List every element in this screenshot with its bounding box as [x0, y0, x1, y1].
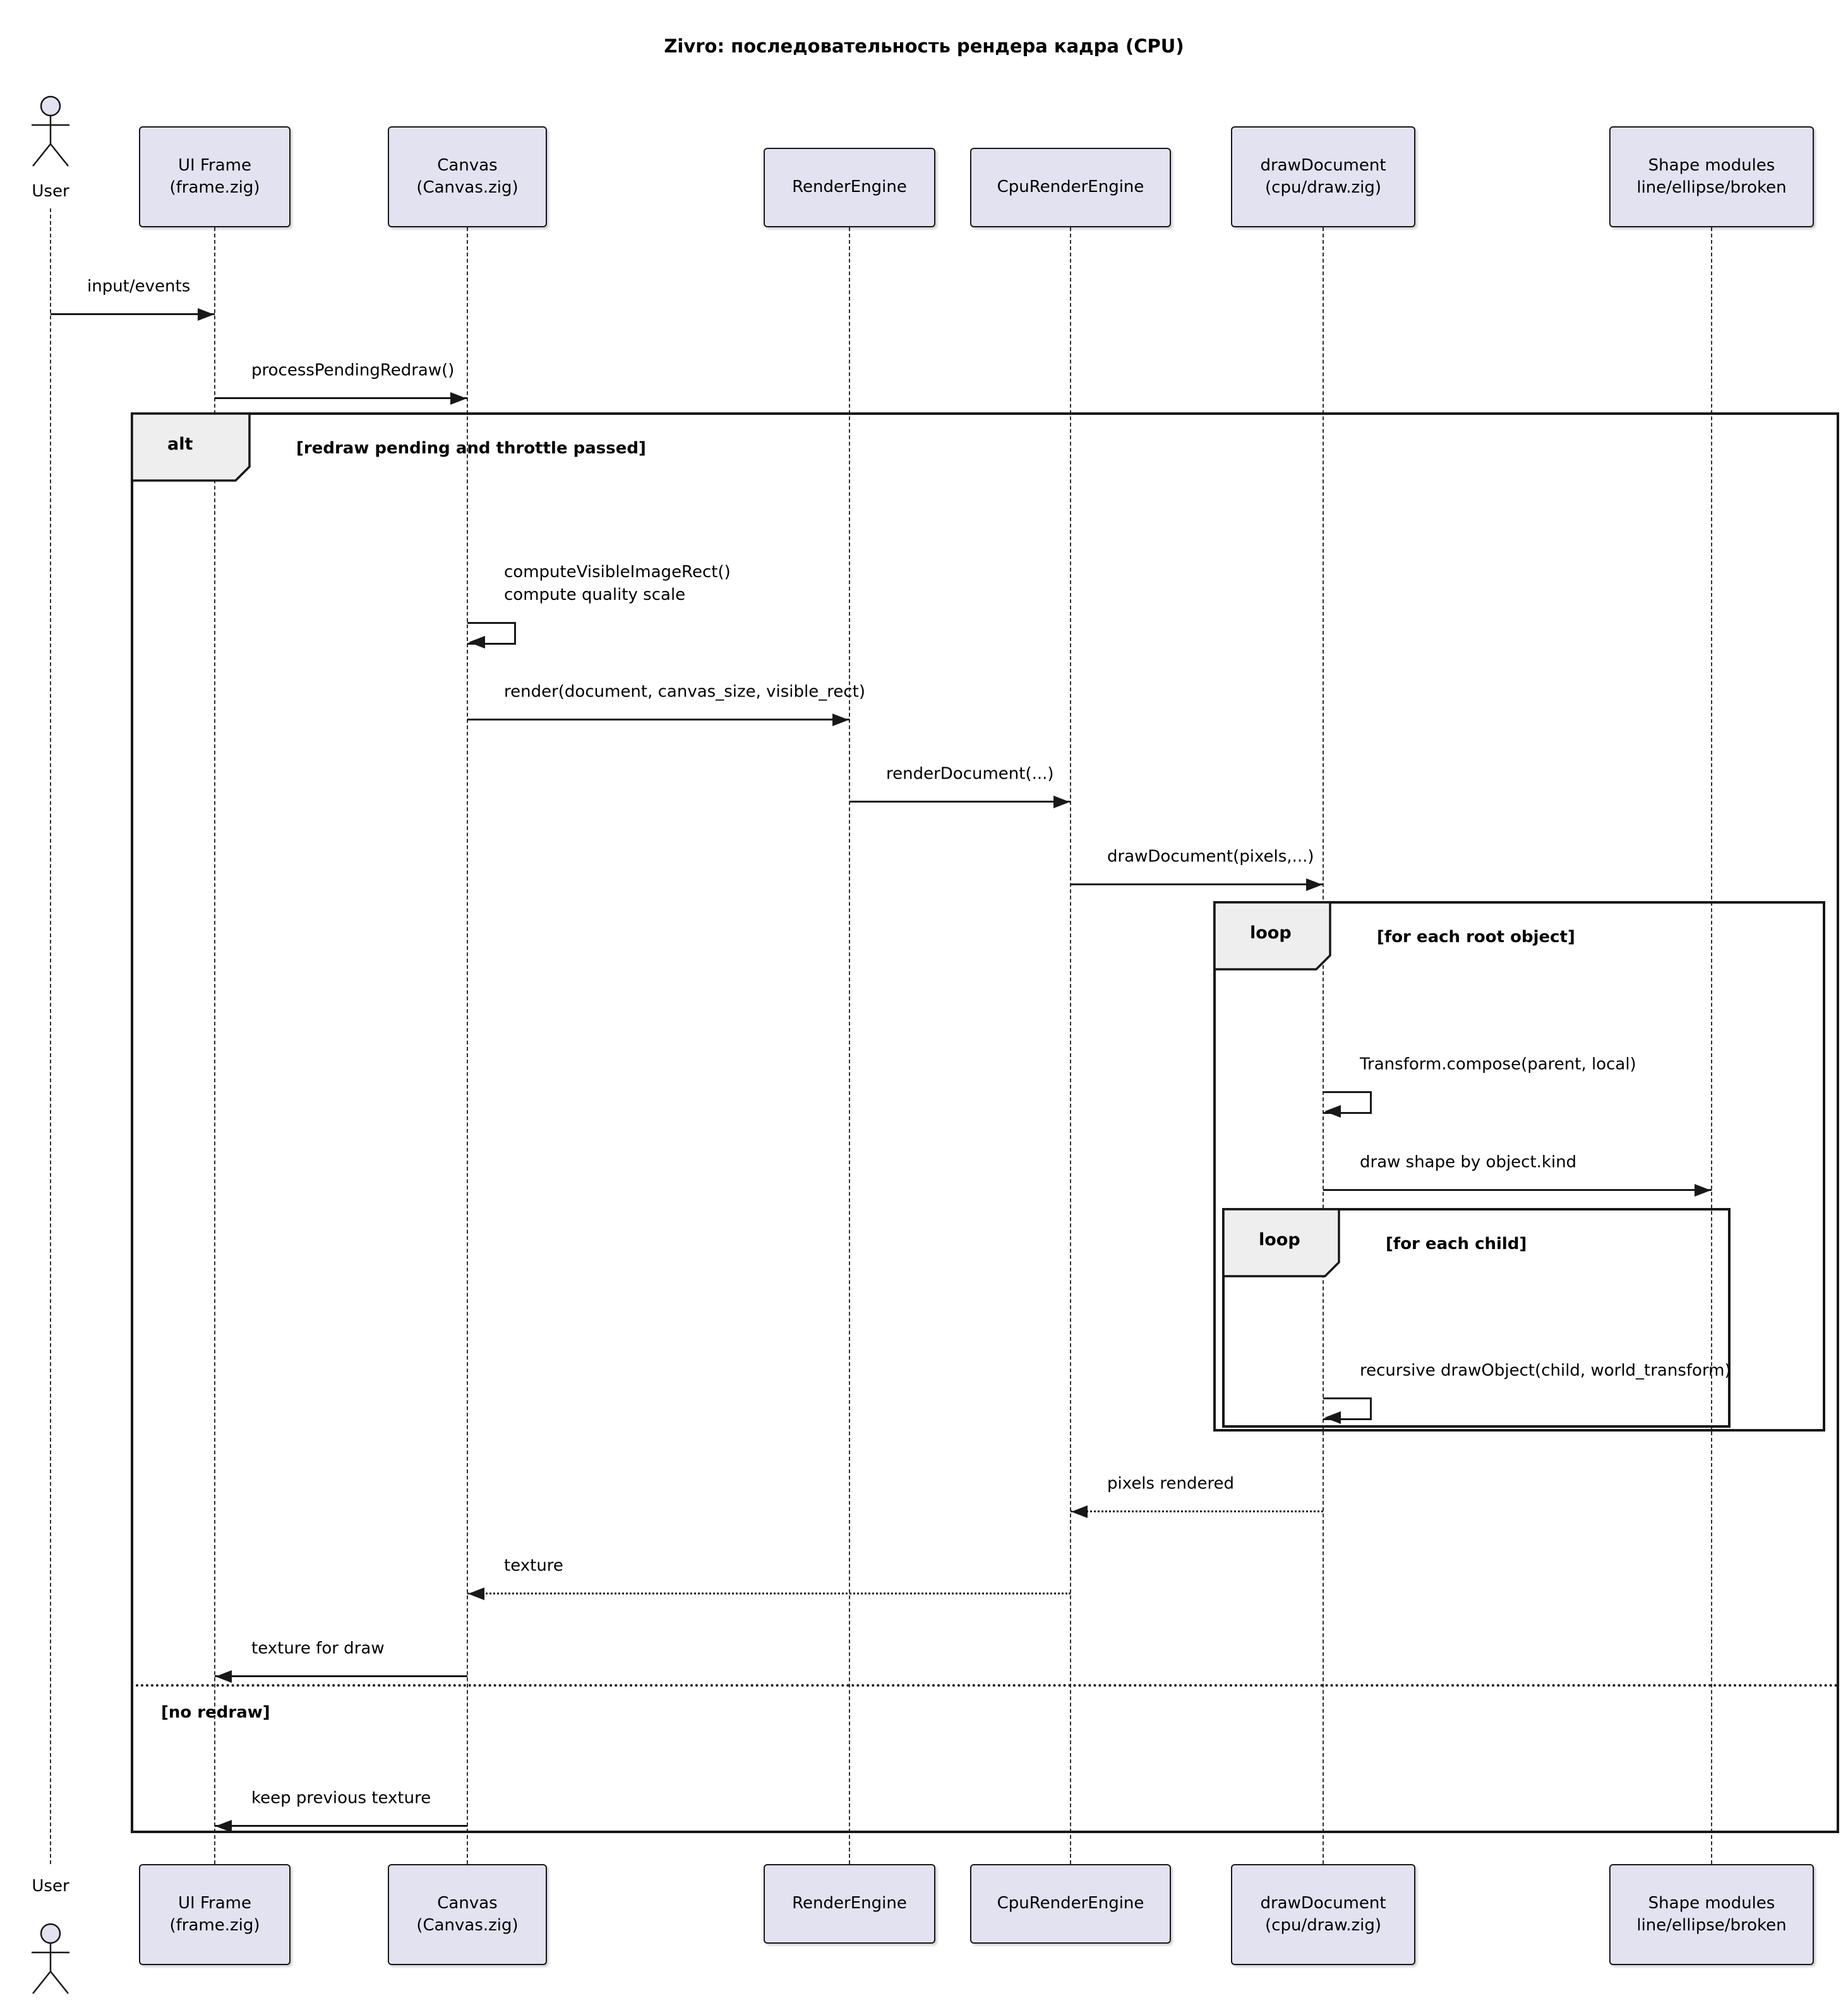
- lifeline-user: [50, 208, 51, 1864]
- participant-top-ui-frame: UI Frame (frame.zig): [139, 126, 291, 227]
- message-label-input-events: input/events: [87, 277, 191, 296]
- lifeline-canvas: [467, 227, 468, 1864]
- lifeline-ui-frame: [214, 227, 215, 1864]
- message-render-call: [467, 719, 849, 720]
- message-label-texture-for-draw: texture for draw: [251, 1639, 385, 1658]
- actor-icon: [32, 95, 69, 167]
- participant-bottom-cpu-render-engine: CpuRenderEngine: [970, 1864, 1171, 1944]
- message-label-draw-shape: draw shape by object.kind: [1360, 1152, 1577, 1172]
- frame-label-shape-loop-child: [1222, 1208, 1340, 1277]
- message-label-transform-compose: Transform.compose(parent, local): [1360, 1055, 1636, 1074]
- arrowhead-transform-compose: [1324, 1105, 1341, 1118]
- message-label-keep-previous-texture: keep previous texture: [251, 1788, 431, 1808]
- arrowhead-pixels-rendered: [1071, 1505, 1088, 1518]
- participant-top-shape-modules: Shape modules line/ellipse/broken: [1609, 126, 1814, 227]
- message-label-render-document: renderDocument(...): [886, 764, 1054, 784]
- frame-keyword-loop-child: loop: [1259, 1230, 1300, 1250]
- message-label-pixels-rendered: pixels rendered: [1107, 1474, 1235, 1493]
- message-draw-shape: [1323, 1189, 1712, 1191]
- frame-guard-loop-child: [for each child]: [1386, 1235, 1527, 1253]
- message-input-events: [51, 313, 215, 315]
- participant-bottom-ui-frame: UI Frame (frame.zig): [139, 1864, 291, 1965]
- message-label-recursive-draw-object: recursive drawObject(child, world_transf…: [1360, 1361, 1731, 1380]
- participant-top-cpu-render-engine: CpuRenderEngine: [970, 148, 1171, 227]
- message-label-draw-document-call: drawDocument(pixels,...): [1107, 847, 1314, 866]
- participant-bottom-render-engine: RenderEngine: [764, 1864, 935, 1944]
- arrowhead-render-call: [832, 713, 849, 726]
- arrowhead-texture: [468, 1587, 484, 1600]
- message-recursive-draw-object: [1323, 1397, 1372, 1420]
- message-label-render-call: render(document, canvas_size, visible_re…: [504, 682, 865, 702]
- arrowhead-keep-previous-texture: [215, 1819, 232, 1833]
- message-pixels-rendered: [1071, 1510, 1323, 1512]
- arrowhead-recursive-draw-object: [1324, 1411, 1341, 1424]
- message-label-texture: texture: [504, 1556, 563, 1575]
- diagram-title: Zivro: последовательность рендера кадра …: [664, 35, 1184, 57]
- participant-top-draw-document: drawDocument (cpu/draw.zig): [1231, 126, 1415, 227]
- arrowhead-render-document: [1053, 795, 1070, 808]
- actor-icon: [32, 1923, 69, 1994]
- frame-keyword-alt: alt: [167, 434, 193, 454]
- message-texture-for-draw: [215, 1675, 467, 1677]
- message-compute-visible-rect: [467, 622, 516, 645]
- participant-top-render-engine: RenderEngine: [764, 148, 935, 227]
- participant-bottom-draw-document: drawDocument (cpu/draw.zig): [1231, 1864, 1415, 1965]
- frame-keyword-loop-root: loop: [1250, 923, 1292, 943]
- participant-bottom-canvas: Canvas (Canvas.zig): [388, 1864, 547, 1965]
- arrowhead-draw-shape: [1695, 1183, 1711, 1197]
- message-label-compute-visible-rect: computeVisibleImageRect() compute qualit…: [504, 563, 731, 605]
- arrowhead-compute-visible-rect: [469, 636, 485, 649]
- arrowhead-draw-document-call: [1306, 878, 1323, 891]
- frame-label-shape-alt: [131, 412, 251, 482]
- participant-top-user: User: [32, 182, 69, 201]
- message-keep-previous-texture: [215, 1825, 467, 1827]
- message-process-pending-redraw: [215, 397, 467, 399]
- message-label-process-pending-redraw: processPendingRedraw(): [251, 361, 455, 380]
- participant-top-canvas: Canvas (Canvas.zig): [388, 126, 547, 227]
- message-texture: [467, 1593, 1071, 1594]
- arrowhead-input-events: [198, 308, 214, 321]
- message-draw-document-call: [1071, 883, 1323, 885]
- arrowhead-process-pending-redraw: [450, 392, 467, 405]
- lifeline-cpu-render-engine: [1070, 227, 1071, 1864]
- frame-guard-alt: [redraw pending and throttle passed]: [296, 439, 646, 458]
- frame-divider-label-alt: [no redraw]: [161, 1703, 270, 1722]
- lifeline-shape-modules: [1711, 227, 1712, 1864]
- frame-alt: [131, 412, 1839, 1833]
- lifeline-draw-document: [1323, 227, 1324, 1864]
- frame-guard-loop-root: [for each root object]: [1377, 928, 1575, 947]
- frame-loop-root: [1213, 901, 1825, 1432]
- participant-bottom-shape-modules: Shape modules line/ellipse/broken: [1609, 1864, 1814, 1965]
- lifeline-render-engine: [849, 227, 850, 1864]
- participant-bottom-user: User: [32, 1877, 69, 1896]
- message-transform-compose: [1323, 1091, 1372, 1114]
- message-render-document: [849, 801, 1071, 803]
- frame-loop-child: [1222, 1208, 1731, 1428]
- frame-divider-alt: [131, 1684, 1839, 1687]
- frame-label-shape-loop-root: [1213, 901, 1331, 971]
- arrowhead-texture-for-draw: [215, 1670, 232, 1683]
